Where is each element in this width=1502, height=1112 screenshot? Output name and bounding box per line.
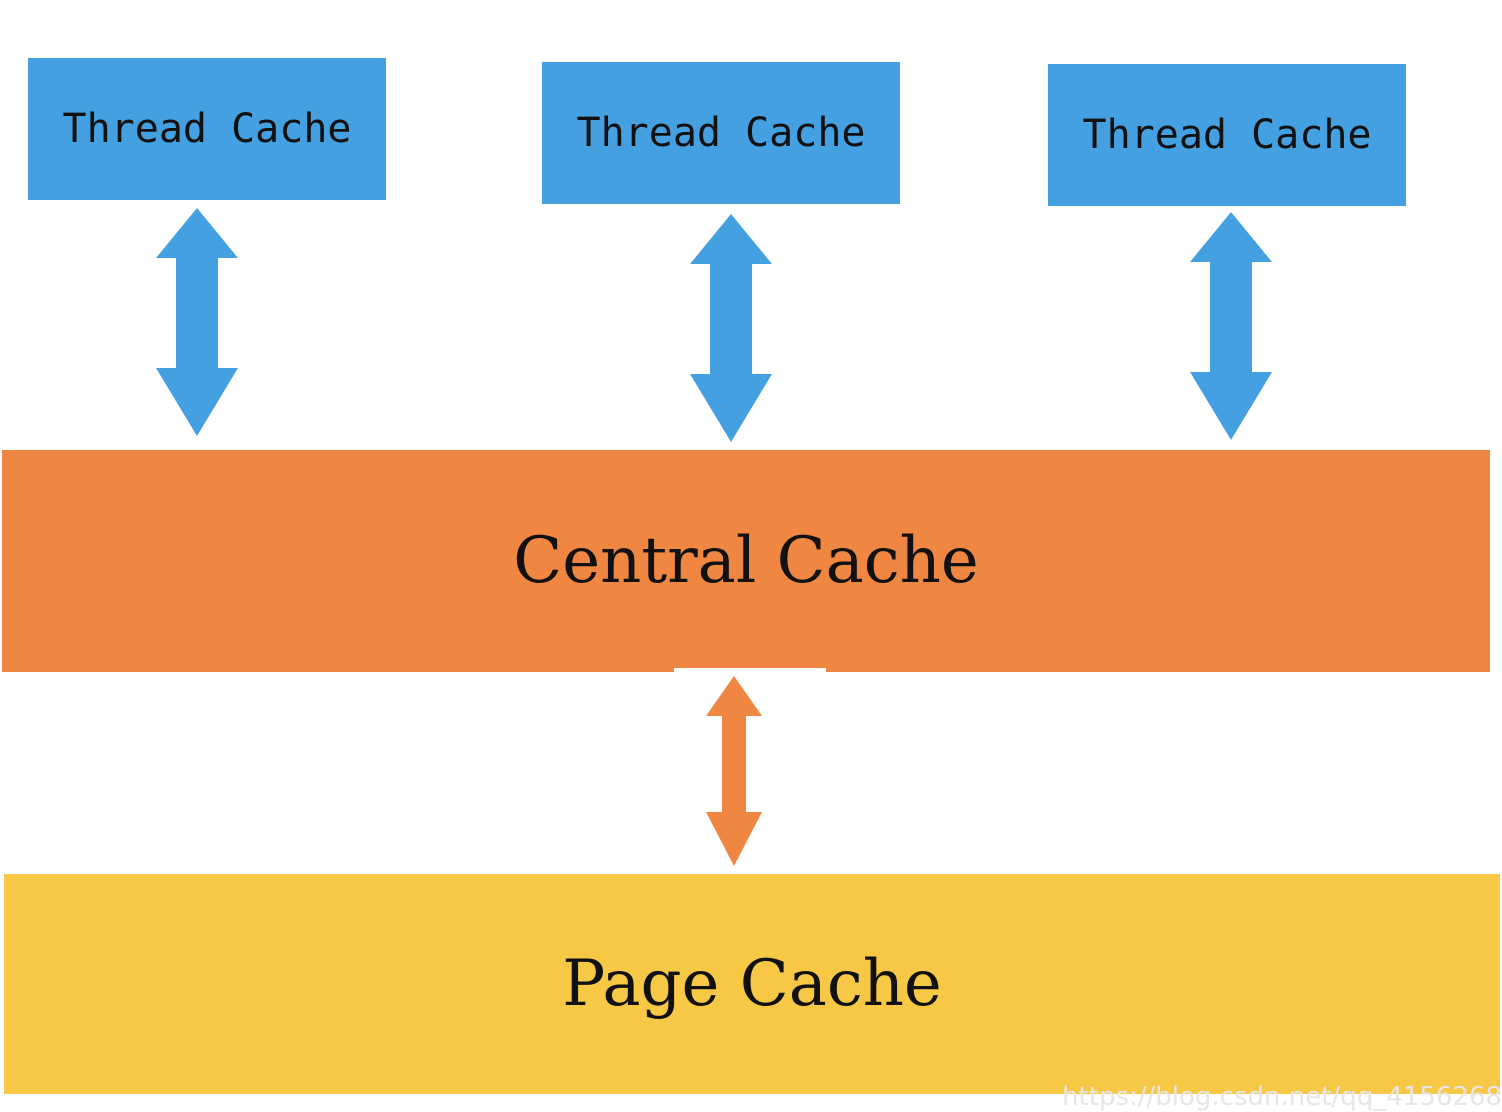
thread-cache-label-3: Thread Cache — [1082, 112, 1372, 158]
watermark: https://blog.csdn.net/qq_4156268 — [1062, 1082, 1502, 1112]
central-cache-box: Central Cache — [2, 450, 1490, 672]
page-cache-label: Page Cache — [562, 947, 942, 1021]
central-cache-label: Central Cache — [513, 524, 979, 598]
double-headed-arrow-icon — [690, 214, 772, 442]
double-headed-arrow-icon — [1190, 212, 1272, 440]
thread-cache-box-1: Thread Cache — [28, 58, 386, 200]
divider — [674, 668, 826, 672]
thread-cache-box-2: Thread Cache — [542, 62, 900, 204]
double-headed-arrow-icon — [156, 208, 238, 436]
page-cache-box: Page Cache — [4, 874, 1500, 1094]
double-headed-arrow-icon — [706, 676, 762, 866]
thread-cache-label-1: Thread Cache — [62, 106, 352, 152]
thread-cache-box-3: Thread Cache — [1048, 64, 1406, 206]
thread-cache-label-2: Thread Cache — [576, 110, 866, 156]
